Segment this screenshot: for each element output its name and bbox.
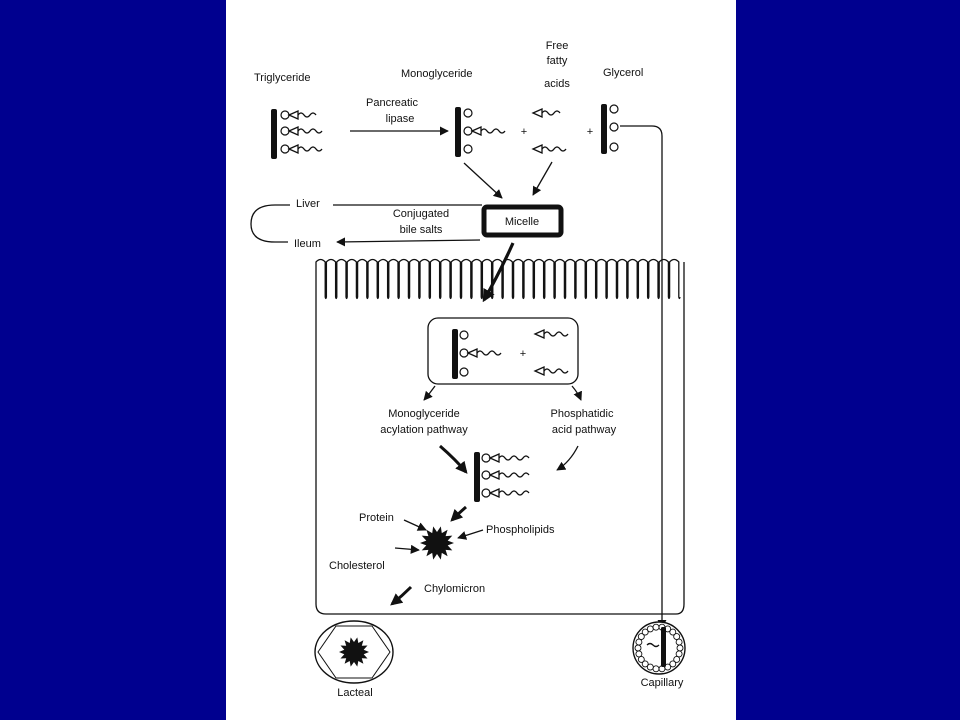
micelle-label: Micelle [505, 216, 539, 228]
micelle-box [481, 204, 564, 238]
free-fatty-acid-molecules [531, 107, 567, 155]
capillary-wall-cell [675, 650, 683, 658]
plus-sign-2: + [587, 126, 593, 138]
capillary-wall-cell [673, 633, 681, 641]
conjugated-bile-salts-label-2: bile salts [400, 224, 443, 236]
phosphatidic-pathway-label-2: acid pathway [552, 424, 617, 436]
chylomicron-label: Chylomicron [424, 583, 485, 595]
capillary-wall-cell [676, 644, 684, 652]
capillary-wall-cell [641, 628, 649, 636]
fatty-acid-to-micelle-arrow [532, 161, 553, 196]
capillary-wall-cell [637, 633, 645, 641]
conjugated-bile-salts-label-1: Conjugated [393, 208, 449, 220]
bile-salt-return-arrow [336, 237, 481, 247]
microvilli-border [315, 258, 681, 300]
monoglyceride-label: Monoglyceride [401, 68, 473, 80]
phospholipids-arrow [457, 529, 484, 540]
to-acylation-pathway-arrow [423, 385, 436, 401]
acylation-pathway-label-2: acylation pathway [380, 424, 468, 436]
monoglyceride-molecule [455, 107, 506, 157]
pancreatic-lipase-label-2: lipase [386, 113, 415, 125]
free-fatty-acids-label-2: fatty [547, 55, 568, 67]
absorbed-monoglyceride [452, 329, 502, 379]
pancreatic-lipase-label-1: Pancreatic [366, 97, 418, 109]
free-fatty-acids-label-3: acids [544, 78, 570, 90]
to-phosphatidic-pathway-arrow [571, 385, 582, 401]
acylation-pathway-label-1: Monoglyceride [388, 408, 460, 420]
enterohepatic-cycle-loop [250, 204, 290, 243]
capillary-wall-cell [669, 628, 677, 636]
capillary-wall-cell [652, 623, 660, 631]
free-fatty-acids-label-1: Free [546, 40, 569, 52]
lacteal-chylomicron [339, 637, 369, 667]
capillary-wall-cell [637, 655, 645, 663]
capillary-wall-cell [634, 644, 642, 652]
chylomicron-exit-arrow [390, 585, 413, 606]
protein-arrow [403, 519, 427, 531]
triglyceride-label: Triglyceride [254, 72, 310, 84]
glycerol-molecule [601, 104, 619, 154]
phosphatidic-to-triglyceride-arrow [556, 445, 579, 471]
capillary-wall-cell [652, 665, 660, 673]
micelle-to-cell-arrow [482, 242, 515, 303]
absorbed-molecules-box [427, 317, 579, 385]
triglyceride-to-chylomicron-arrow [450, 505, 467, 522]
lacteal-vessel [314, 620, 394, 684]
capillary-wall-cell [641, 660, 649, 668]
phosphatidic-pathway-label-1: Phosphatidic [551, 408, 614, 420]
triglyceride-molecule [271, 109, 323, 159]
capillary-wall-cell [635, 650, 643, 658]
protein-label: Protein [359, 512, 394, 524]
acylation-to-triglyceride-arrow [439, 444, 468, 474]
absorbed-fatty-acids [533, 328, 569, 377]
capillary-wall-cell [669, 660, 677, 668]
ileum-label: Ileum [294, 238, 321, 250]
capillary-wall-cell [646, 625, 654, 633]
plus-sign-3: + [520, 348, 526, 360]
enterocyte-cell-outline [315, 262, 685, 615]
resynthesized-triglyceride [474, 452, 530, 502]
capillary-wall-cell [646, 663, 654, 671]
capillary-label: Capillary [641, 677, 684, 689]
capillary-wall-cell [675, 638, 683, 646]
capillary-wall-cell [635, 638, 643, 646]
capillary-vessel [632, 621, 686, 675]
cholesterol-arrow [394, 544, 420, 554]
glycerol-label: Glycerol [603, 67, 643, 79]
monoglyceride-to-micelle-arrow [463, 162, 503, 199]
plus-sign-1: + [521, 126, 527, 138]
capillary-wall-cell [673, 655, 681, 663]
lacteal-label: Lacteal [337, 687, 372, 699]
chylomicron-particle [420, 526, 454, 560]
glycerol-to-capillary-arrow [620, 125, 667, 629]
phospholipids-label: Phospholipids [486, 524, 555, 536]
liver-label: Liver [296, 198, 320, 210]
cholesterol-label: Cholesterol [329, 560, 385, 572]
